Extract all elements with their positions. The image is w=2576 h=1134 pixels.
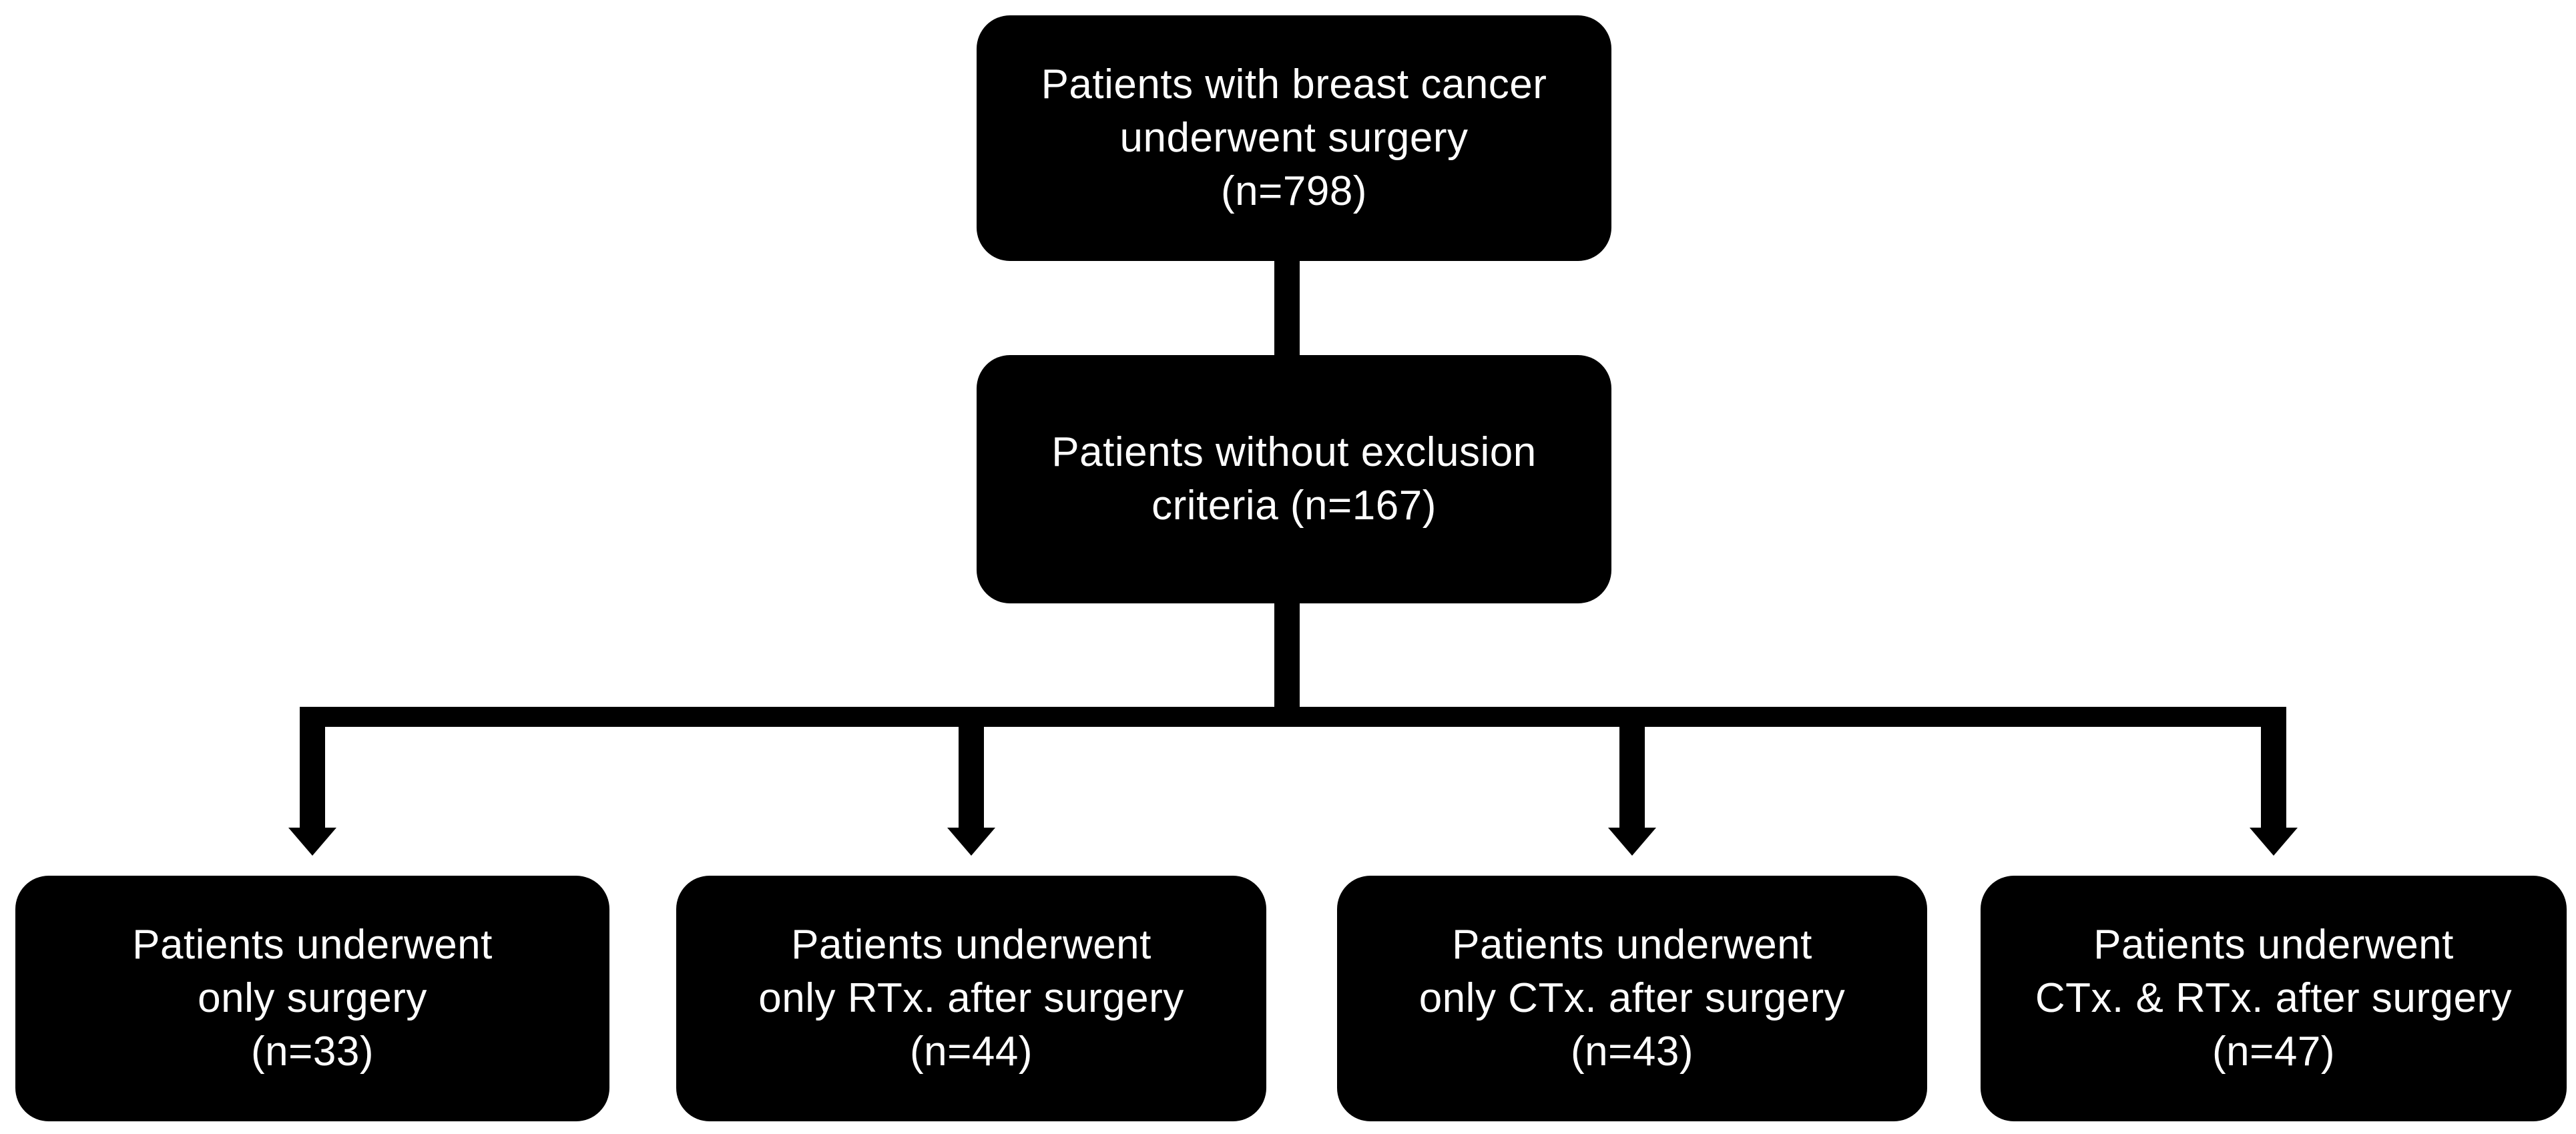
node-patients-without-exclusion: Patients without exclusion criteria (n=1…: [977, 355, 1611, 603]
node-line: only surgery: [198, 975, 427, 1021]
node-text: Patients underwent only CTx. after surge…: [1419, 918, 1846, 1079]
node-line: (n=43): [1571, 1029, 1694, 1075]
branch-stem-ctx-rtx: [2261, 724, 2286, 828]
node-text: Patients underwent only RTx. after surge…: [758, 918, 1184, 1079]
node-text: Patients underwent only surgery (n=33): [132, 918, 493, 1079]
node-line: Patients with breast cancer: [1041, 61, 1547, 107]
node-line: Patients underwent: [132, 922, 493, 968]
node-line: (n=798): [1221, 168, 1367, 214]
node-line: only CTx. after surgery: [1419, 975, 1846, 1021]
node-line: Patients underwent: [2093, 922, 2454, 968]
arrowhead-down: [947, 828, 995, 856]
node-text: Patients underwent CTx. & RTx. after sur…: [2035, 918, 2512, 1079]
node-text: Patients without exclusion criteria (n=1…: [1051, 426, 1536, 533]
node-only-ctx-after-surgery: Patients underwent only CTx. after surge…: [1337, 876, 1927, 1121]
node-only-surgery: Patients underwent only surgery (n=33): [15, 876, 609, 1121]
arrowhead-down: [288, 828, 336, 856]
branch-stem-only-surgery: [300, 724, 325, 828]
node-only-rtx-after-surgery: Patients underwent only RTx. after surge…: [676, 876, 1266, 1121]
node-line: underwent surgery: [1119, 115, 1469, 161]
arrowhead-down: [1608, 828, 1656, 856]
node-line: Patients without exclusion: [1051, 429, 1537, 475]
node-patients-breast-cancer-surgery: Patients with breast cancer underwent su…: [977, 15, 1611, 261]
node-ctx-and-rtx-after-surgery: Patients underwent CTx. & RTx. after sur…: [1981, 876, 2567, 1121]
branch-stem-only-rtx: [959, 724, 984, 828]
node-text: Patients with breast cancer underwent su…: [1041, 58, 1547, 218]
node-line: Patients underwent: [791, 922, 1151, 968]
branch-bar: [300, 707, 2286, 727]
arrowhead-down: [2250, 828, 2298, 856]
node-line: CTx. & RTx. after surgery: [2035, 975, 2513, 1021]
node-line: (n=33): [251, 1029, 374, 1075]
node-line: Patients underwent: [1452, 922, 1812, 968]
node-line: (n=44): [910, 1029, 1033, 1075]
connector-root-to-eligible: [1274, 258, 1300, 358]
node-line: criteria (n=167): [1151, 483, 1437, 529]
node-line: only RTx. after surgery: [758, 975, 1184, 1021]
connector-eligible-to-branch-bar: [1274, 600, 1300, 710]
node-line: (n=47): [2212, 1029, 2335, 1075]
branch-stem-only-ctx: [1619, 724, 1645, 828]
